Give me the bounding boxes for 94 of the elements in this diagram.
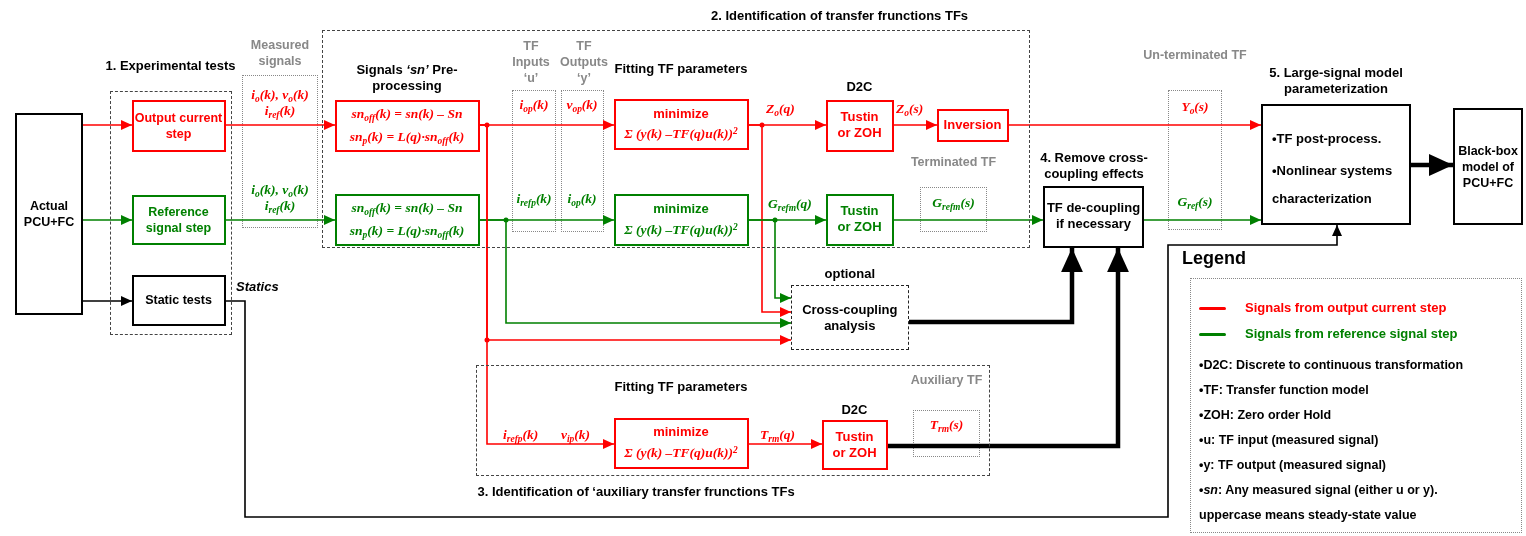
signal-expression: i$_{o}$(k), v$_{o}$(k) i$_{ref}$(k) bbox=[250, 87, 310, 119]
signal-expression: v$_{op}$(k) bbox=[565, 97, 599, 113]
signal-group-heading: Auxiliary TF bbox=[909, 372, 984, 388]
signal-expression: i$_{o}$(k), v$_{o}$(k) i$_{ref}$(k) bbox=[250, 182, 310, 214]
box-label: minimize bbox=[652, 200, 710, 217]
edge-label: T$_{rm}$(q) bbox=[760, 427, 796, 443]
process-box bbox=[936, 108, 1009, 142]
edge-label: Z$_{o}$(s) bbox=[896, 101, 925, 117]
legend-note: •u: TF input (measured signal) bbox=[1199, 432, 1379, 448]
process-box bbox=[825, 193, 894, 246]
box-label: TF de-coupling if necessary bbox=[1045, 200, 1142, 232]
box-label: Tustin or ZOH bbox=[831, 428, 878, 461]
arrow bbox=[1008, 120, 1262, 130]
arrow bbox=[748, 124, 792, 317]
block-heading: 3. Identification of ‘auxiliary transfer frunctions TFs bbox=[477, 483, 796, 500]
thick-arrow bbox=[1411, 154, 1453, 176]
signal-expression: Y$_{o}$(s) bbox=[1180, 99, 1210, 115]
legend-note: uppercase means steady-state value bbox=[1199, 507, 1417, 523]
box-label: Black-box model of PCU+FC bbox=[1457, 142, 1519, 191]
signal-group-heading: Terminated TF bbox=[909, 154, 998, 170]
legend-note: •ZOH: Zero order Hold bbox=[1199, 407, 1332, 423]
signal-expression: G$_{ref}$(s) bbox=[1176, 194, 1214, 210]
signal-expression: sn$_{off}$(k) = sn(k) – Sn bbox=[350, 199, 464, 216]
legend-note: •y: TF output (measured signal) bbox=[1199, 457, 1387, 473]
box-label: minimize bbox=[652, 423, 710, 440]
signal-expression: v$_{ip}$(k) bbox=[561, 427, 591, 443]
signal-expression: Σ (y(k) –TF(q)u(k))$^{2}$ bbox=[623, 125, 739, 142]
legend-note: •TF: Transfer function model bbox=[1199, 382, 1369, 398]
signal-expression: i$_{op}$(k) bbox=[518, 97, 550, 113]
edge-label: G$_{refm}$(q) bbox=[768, 196, 813, 212]
process-box bbox=[1453, 108, 1523, 225]
block-heading: Fitting TF parameters bbox=[613, 60, 749, 77]
legend-note: •sn: Any measured signal (either u or y). bbox=[1199, 482, 1438, 498]
process-box bbox=[15, 113, 83, 315]
box-label: Output current step bbox=[133, 109, 224, 142]
arrow bbox=[82, 120, 133, 130]
box-label: Static tests bbox=[145, 292, 212, 308]
box-label: Actual PCU+FC bbox=[22, 198, 76, 230]
arrow bbox=[893, 215, 1044, 225]
box-label: Tustin or ZOH bbox=[836, 108, 883, 141]
signal-group-heading: Un-terminated TF bbox=[1142, 47, 1248, 63]
box-label: •Nonlinear systems characterization bbox=[1272, 162, 1394, 208]
box-label: Cross-coupling analysis bbox=[801, 301, 899, 334]
block-heading: Signals ‘sn’ Pre-processing bbox=[355, 61, 459, 94]
block-heading: optional bbox=[823, 265, 877, 282]
box-label: Tustin or ZOH bbox=[836, 202, 883, 235]
box-label: Inversion bbox=[942, 116, 1003, 133]
signal-expression: T$_{rm}$(s) bbox=[928, 417, 965, 433]
edge-label: Statics bbox=[236, 279, 280, 295]
arrow bbox=[225, 215, 336, 225]
legend-label: Signals from reference signal step bbox=[1245, 326, 1458, 342]
block-heading: 1. Experimental tests bbox=[104, 57, 237, 74]
signal-expression: i$_{refp}$(k) bbox=[515, 191, 553, 207]
arrow bbox=[82, 215, 133, 225]
process-box bbox=[613, 193, 749, 246]
process-box bbox=[131, 274, 226, 326]
legend-title: Legend bbox=[1182, 250, 1246, 266]
signal-expression: sn$_{off}$(k) = sn(k) – Sn bbox=[350, 105, 464, 122]
signal-expression: Σ (y(k) –TF(q)u(k))$^{2}$ bbox=[623, 444, 739, 461]
signal-group-heading: Measured signals bbox=[249, 37, 311, 69]
block-heading: D2C bbox=[840, 401, 869, 418]
legend-note: •D2C: Discrete to continuous transformation bbox=[1199, 357, 1464, 373]
block-heading: 5. Large-signal model parameterization bbox=[1268, 65, 1404, 97]
arrow bbox=[82, 296, 133, 306]
thick-arrow bbox=[888, 248, 1129, 449]
arrow bbox=[748, 219, 792, 303]
signal-group-heading: TF Inputs ‘u’ bbox=[511, 38, 551, 86]
process-box bbox=[131, 99, 226, 152]
signal-group-heading: TF Outputs ‘y’ bbox=[559, 38, 609, 86]
process-box bbox=[131, 194, 226, 245]
signal-expression: sn$_{p}$(k) = L(q)·sn$_{off}$(k) bbox=[348, 128, 466, 145]
block-heading: D2C bbox=[845, 78, 874, 95]
process-box bbox=[334, 193, 480, 246]
signal-expression: G$_{refm}$(s) bbox=[931, 195, 976, 211]
box-label: Reference signal step bbox=[144, 203, 213, 236]
box-label: •TF post-process. bbox=[1272, 131, 1383, 147]
legend-label: Signals from output current step bbox=[1245, 300, 1447, 316]
signal-expression: Σ (y(k) –TF(q)u(k))$^{2}$ bbox=[623, 221, 739, 238]
arrow bbox=[225, 120, 336, 130]
block-heading: 4. Remove cross-coupling effects bbox=[1039, 150, 1149, 182]
block-heading: 2. Identification of transfer frunctions TFs bbox=[709, 7, 970, 24]
arrow bbox=[748, 439, 823, 449]
signal-expression: sn$_{p}$(k) = L(q)·sn$_{off}$(k) bbox=[348, 222, 466, 239]
arrow bbox=[479, 219, 792, 328]
arrow bbox=[1143, 215, 1262, 225]
edge-label: Z$_{o}$(q) bbox=[766, 101, 796, 117]
arrow bbox=[479, 124, 615, 449]
thick-arrow bbox=[909, 248, 1083, 325]
arrow bbox=[893, 120, 938, 130]
signal-expression: i$_{op}$(k) bbox=[566, 191, 598, 207]
arrow bbox=[225, 224, 1342, 518]
block-heading: Fitting TF parameters bbox=[613, 378, 749, 395]
edge-label: i$_{refp}$(k) bbox=[503, 427, 540, 443]
box-label: minimize bbox=[652, 105, 710, 122]
